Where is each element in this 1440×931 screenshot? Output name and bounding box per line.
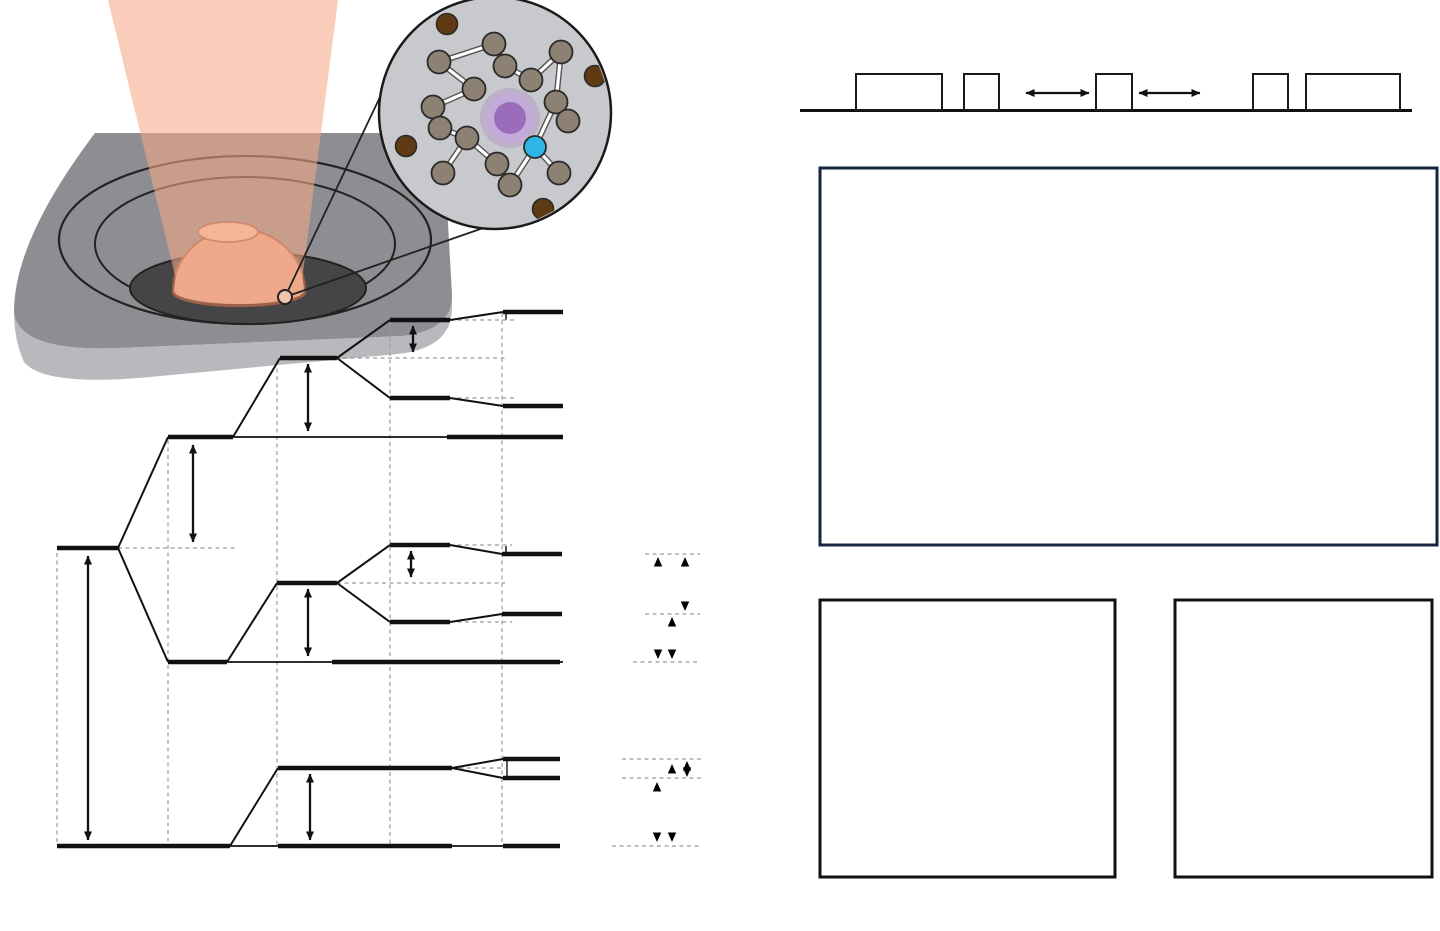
b-energy-levels (57, 309, 563, 849)
ham-S-supsub (42, 867, 57, 897)
lattice-inset (377, 0, 613, 231)
pulse-pihalf-box-1 (963, 73, 1000, 111)
pulse-polarize-box (855, 73, 943, 111)
pulse-pihalf-box-2 (1252, 73, 1289, 111)
ham-plus1 (57, 862, 65, 896)
pulse-pi-box (1095, 73, 1133, 111)
nitrogen14-atom (523, 135, 547, 159)
b-splitting-arrows (84, 325, 417, 841)
ham-plus4 (81, 862, 89, 896)
panel-e-resonance-plots (818, 598, 1434, 879)
b-dashed-guides (56, 313, 702, 847)
e-right-plot-frame (1173, 598, 1434, 879)
panel-a-illustration (14, 0, 613, 380)
ham-plus3 (73, 862, 81, 896)
carbon12-atoms (420, 31, 581, 198)
e-left-plot-frame (818, 598, 1117, 879)
hamiltonian-expression (42, 862, 89, 900)
laser-beam (108, 0, 338, 303)
panel-d-spectroscopy-plot (818, 166, 1439, 547)
pulse-tau-arrows (1025, 89, 1201, 97)
pulse-readout-box (1305, 73, 1401, 111)
b-transition-arrows (652, 557, 692, 842)
ham-plus2 (65, 862, 73, 896)
panel-b-energy-diagram (56, 309, 702, 849)
nv-location-marker (277, 289, 293, 305)
d-plot-frame (818, 166, 1439, 547)
vacancy-site (480, 88, 540, 148)
